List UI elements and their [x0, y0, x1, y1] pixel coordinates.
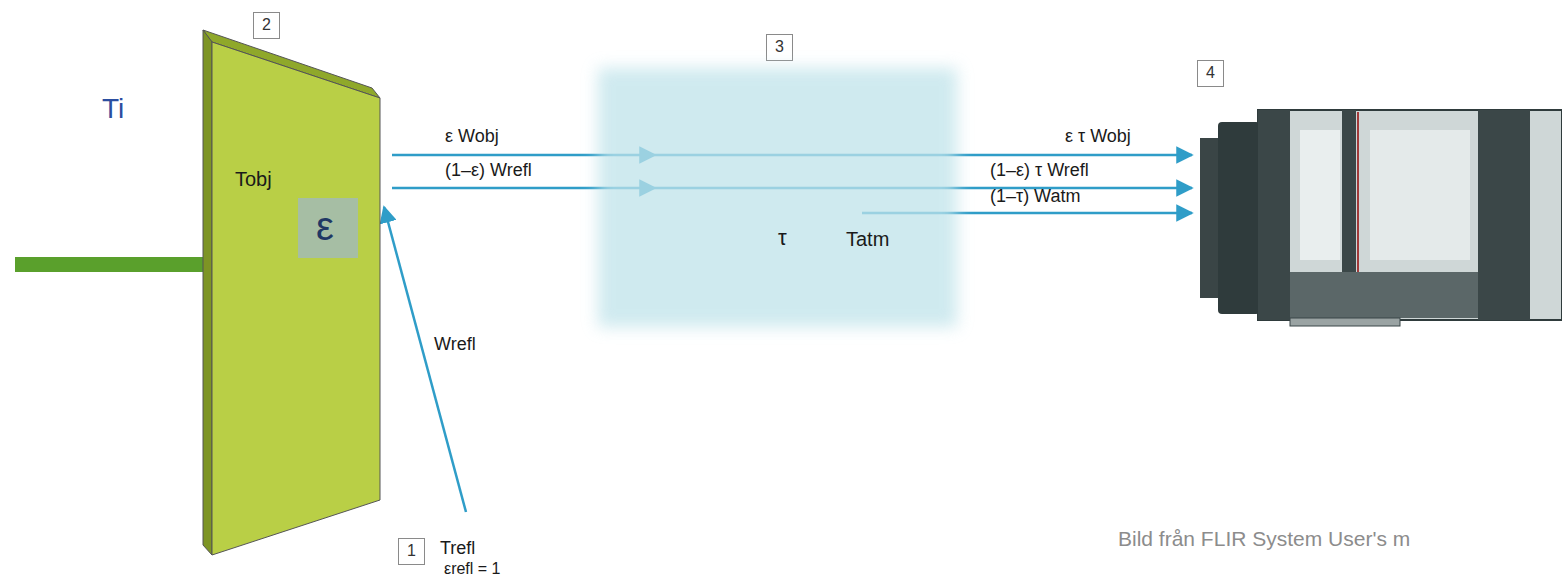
- callout-number: 1: [407, 542, 416, 560]
- radiation-label: ε Wobj: [445, 126, 499, 147]
- object-plate: Tobj ε: [203, 28, 383, 560]
- temperature-label: Ti: [102, 93, 124, 125]
- symbol-label: Tatm: [846, 228, 889, 251]
- callout-box: 1: [398, 538, 425, 565]
- atmosphere-band: τ Tatm: [590, 60, 965, 335]
- symbol-label: ε: [316, 203, 334, 249]
- heat-rod: [15, 257, 207, 272]
- source-caption: Bild från FLIR System User's m: [1118, 527, 1410, 551]
- callout-box: 4: [1197, 60, 1224, 87]
- symbol-label: Tobj: [235, 168, 272, 191]
- callout-number: 4: [1206, 64, 1215, 82]
- radiation-label: ε τ Wobj: [1065, 126, 1131, 147]
- radiation-label: (1–ε) Wrefl: [445, 160, 532, 181]
- radiation-label: (1–τ) Watm: [990, 186, 1080, 207]
- radiation-label: Trefl: [440, 538, 475, 559]
- callout-number: 3: [775, 38, 784, 56]
- emissivity-box: ε: [298, 198, 358, 258]
- ir-camera: [1200, 110, 1562, 326]
- radiation-label: (1–ε) τ Wrefl: [990, 160, 1089, 181]
- symbol-label: τ: [778, 225, 787, 250]
- callout-box: 2: [253, 12, 280, 39]
- atmosphere-shape: [590, 60, 965, 335]
- callout-number: 2: [262, 16, 271, 34]
- plate-shape: [203, 28, 383, 560]
- radiation-label: εrefl = 1: [444, 560, 501, 578]
- callout-box: 3: [766, 34, 793, 61]
- radiation-label: Wrefl: [434, 334, 476, 355]
